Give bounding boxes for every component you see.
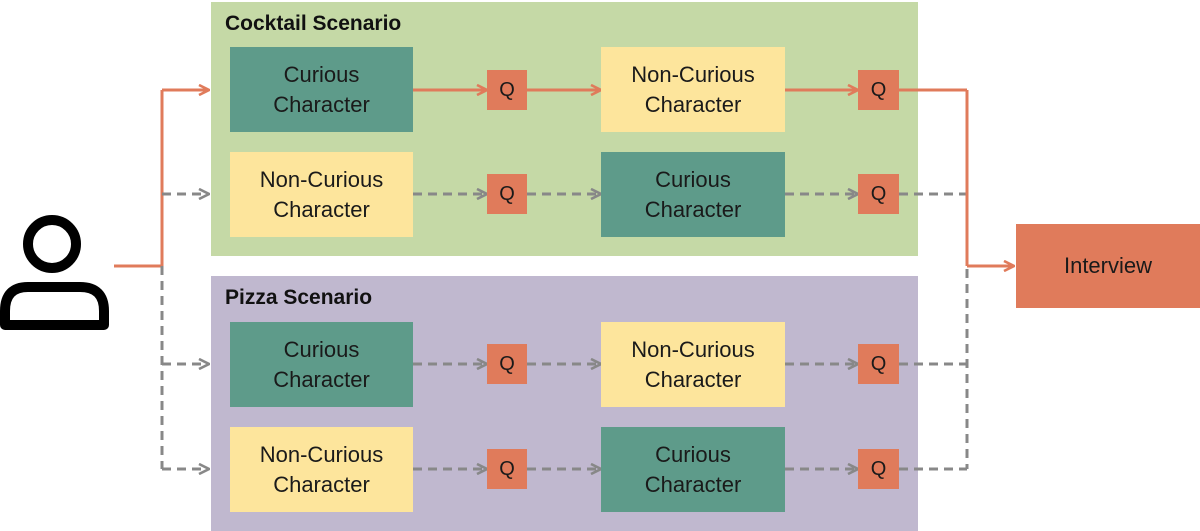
- cocktail-row1-q2-box: Q: [858, 70, 899, 110]
- pizza-row1-q2-box: Q: [858, 344, 899, 384]
- cocktail-row2-curious-box: Curious Character: [601, 152, 785, 237]
- connector-arrows: [114, 90, 1014, 469]
- pizza-row1-noncurious-box: Non-Curious Character: [601, 322, 785, 407]
- pizza-row2-curious-box: Curious Character: [601, 427, 785, 512]
- cocktail-row2-q2-box: Q: [858, 174, 899, 214]
- cocktail-row1-q1-box: Q: [487, 70, 527, 110]
- pizza-scenario-title: Pizza Scenario: [225, 286, 373, 309]
- interview-box: Interview: [1016, 224, 1200, 308]
- cocktail-row2-q1-box: Q: [487, 174, 527, 214]
- pizza-row2-q1-box: Q: [487, 449, 527, 489]
- cocktail-row1-noncurious-box: Non-Curious Character: [601, 47, 785, 132]
- cocktail-row2-noncurious-box: Non-Curious Character: [230, 152, 413, 237]
- cocktail-scenario-panel: Cocktail Scenario: [211, 2, 918, 256]
- pizza-row1-q1-box: Q: [487, 344, 527, 384]
- cocktail-scenario-title: Cocktail Scenario: [225, 12, 402, 35]
- pizza-row1-curious-box: Curious Character: [230, 322, 413, 407]
- pizza-row2-q2-box: Q: [858, 449, 899, 489]
- pizza-row2-noncurious-box: Non-Curious Character: [230, 427, 413, 512]
- person-outline-icon: [0, 215, 109, 330]
- pizza-scenario-panel: Pizza Scenario: [211, 276, 918, 531]
- cocktail-row1-curious-box: Curious Character: [230, 47, 413, 132]
